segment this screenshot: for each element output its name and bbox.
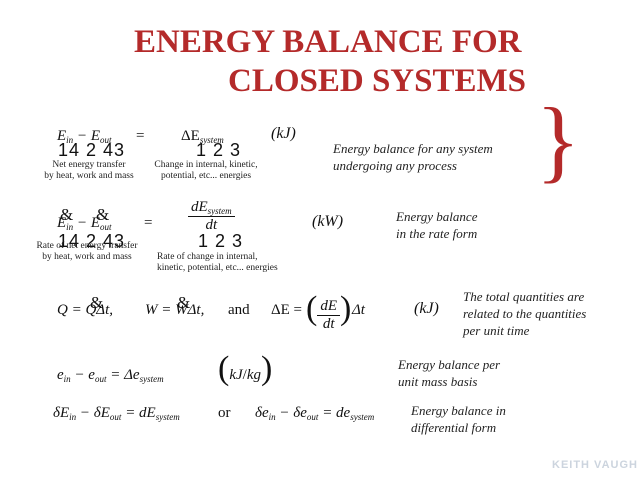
- equation-1-unit: (kJ): [271, 125, 296, 142]
- underbrace-1-left: 14 2 43: [58, 140, 126, 160]
- title-line-1: ENERGY BALANCE FOR: [134, 24, 522, 60]
- equation-3-unit: (kJ): [414, 300, 439, 317]
- caption-1-right: Change in internal, kinetic, potential, …: [154, 160, 258, 181]
- equation-rate-form: Ein − Eout: [57, 215, 112, 232]
- equation-total-quantities: Q = QΔt,: [57, 302, 114, 318]
- title-line-2: CLOSED SYSTEMS: [228, 63, 527, 99]
- author-footer: KEITH VAUGH: [552, 459, 638, 471]
- equation-3-work: W = WΔt,: [145, 302, 205, 318]
- equation-2-equals: =: [144, 215, 153, 231]
- equation-1-equals: =: [136, 128, 145, 144]
- note-1: Energy balance for any system undergoing…: [333, 141, 493, 173]
- note-5: Energy balance in differential form: [411, 403, 506, 435]
- equation-5-right: δein − δeout = desystem: [255, 405, 375, 422]
- rate-dot-4: &: [177, 293, 191, 312]
- note-2: Energy balance in the rate form: [396, 209, 478, 241]
- caption-1-left: Net energy transfer by heat, work and ma…: [44, 160, 134, 181]
- rate-dot-3: &: [90, 293, 104, 312]
- rate-dot-2: &: [96, 205, 110, 224]
- grouping-brace: }: [536, 89, 581, 191]
- underbrace-2-left: 14 2 43: [58, 231, 126, 251]
- equation-4-unit: (kJ/kg): [218, 350, 273, 387]
- equation-energy-balance: Ein − Eout: [57, 128, 112, 145]
- equation-3-dt: Δt: [352, 302, 365, 318]
- note-4: Energy balance per unit mass basis: [398, 357, 501, 389]
- equation-3-delta: ΔE =: [271, 302, 303, 318]
- caption-2-right: Rate of change in internal, kinetic, pot…: [157, 252, 278, 273]
- note-3: The total quantities are related to the …: [463, 289, 587, 338]
- equation-unit-mass: ein − eout = Δesystem: [57, 367, 164, 384]
- equation-differential: δEin − δEout = dEsystem: [53, 405, 180, 422]
- equation-2-unit: (kW): [312, 213, 344, 230]
- equation-1-rhs: ΔEsystem: [181, 128, 224, 145]
- caption-2-left: Rate of net energy transfer by heat, wor…: [36, 241, 138, 262]
- underbrace-2-right: 1 2 3: [198, 231, 244, 251]
- underbrace-1-right: 1 2 3: [196, 140, 242, 160]
- equation-5-or: or: [218, 405, 231, 421]
- equation-3-and: and: [228, 302, 250, 318]
- rate-dot-1: &: [60, 205, 74, 224]
